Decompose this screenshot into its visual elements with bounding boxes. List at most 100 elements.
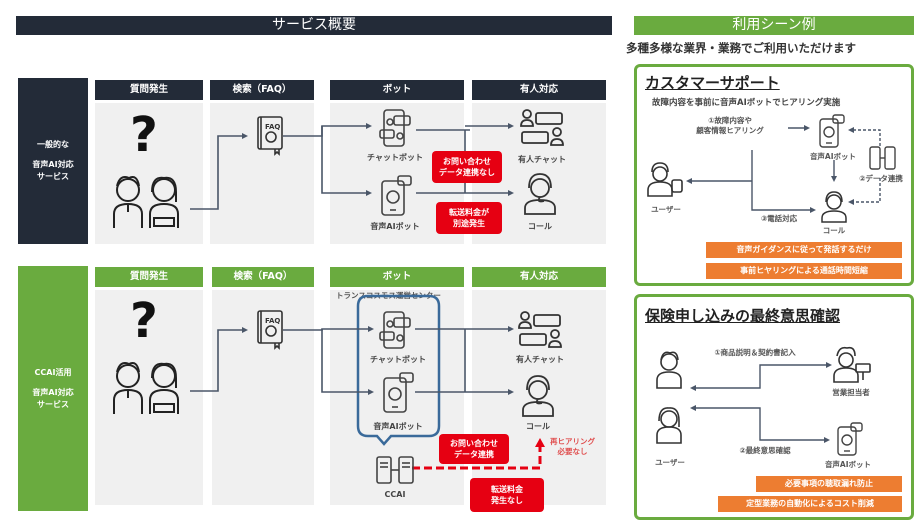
voicebot-icon (383, 372, 414, 413)
chatbot-label: チャットボット (367, 153, 423, 162)
row-label-line: 音声AI対応 (32, 160, 74, 169)
user-headset-icon (647, 162, 683, 197)
chatbot-icon (379, 311, 411, 349)
callout-line: 別途発生 (453, 219, 485, 228)
label-line: 顧客情報ヒアリング (696, 126, 764, 135)
col-head-faq: 検索（FAQ） (210, 80, 314, 100)
cs-benefit-1: 音声ガイダンスに従って発話するだけ (706, 242, 902, 258)
cs-voicebot-label: 音声AIボット (809, 152, 857, 161)
callout-line: データ連携なし (439, 168, 495, 177)
ccai-devices-icon (869, 146, 896, 170)
usecases-subtitle: 多種多様な業界・業務でご利用いただけます (626, 41, 856, 55)
col-head-question-ccai: 質問発生 (95, 267, 203, 287)
col-head-label: ボット (382, 84, 412, 95)
row-label-line: サービス (37, 399, 69, 409)
usecases-title: 利用シーン例 (732, 17, 816, 33)
voicebot-icon (381, 175, 412, 216)
voicebot-icon (837, 422, 863, 456)
voicebot-icon (819, 114, 845, 148)
cs-step1-label: ①故障内容や 顧客情報ヒアリング (690, 116, 770, 136)
question-mark-icon: ? (130, 107, 158, 163)
sales-rep-icon (833, 346, 871, 383)
cs-step3-label: ③電話対応 (760, 214, 798, 223)
col-body-faq-ccai (212, 290, 314, 505)
faq-icon-text: FAQ (265, 123, 280, 131)
row-label-ccai: CCAI活用 音声AI対応 サービス (18, 266, 88, 511)
callout-no-transfer-fee: 転送料金 発生なし (470, 478, 544, 512)
note-line: 再ヒアリング (550, 437, 595, 446)
faq-book-icon: FAQ (257, 310, 283, 350)
cs-benefit-2: 事前ヒヤリングによる通話時間短縮 (706, 263, 902, 279)
note-line: 必要なし (557, 447, 588, 456)
no-rehearing-note: 再ヒアリング 必要なし (550, 437, 595, 457)
insurance-title: 保険申し込みの最終意思確認 (645, 307, 841, 325)
callout-line: お問い合わせ (450, 439, 498, 448)
col-head-bot: ボット (330, 80, 464, 100)
callout-line: データ連携 (454, 450, 494, 459)
chatbot-icon (379, 109, 411, 147)
call-operator-icon (522, 375, 554, 417)
customer-support-subtitle: 故障内容を事前に音声AIボットでヒアリング実施 (652, 98, 841, 108)
col-head-bot-ccai: ボット (330, 267, 464, 287)
question-mark-icon: ? (130, 293, 158, 349)
ins-user-label: ユーザー (655, 458, 685, 467)
faq-book-icon: FAQ (257, 116, 283, 156)
ins-step1-label: ①商品説明＆契約書記入 (714, 348, 796, 357)
callout-data-link: お問い合わせ データ連携 (439, 434, 509, 464)
usecases-title-bar: 利用シーン例 (634, 16, 914, 35)
row-label-line: 一般的な (37, 140, 69, 149)
call-operator-icon (821, 191, 847, 223)
ins-benefit-1: 必要事項の聴取漏れ防止 (756, 476, 902, 492)
label-line: ①故障内容や (708, 116, 752, 125)
row-label-general: 一般的な 音声AI対応 サービス (18, 78, 88, 244)
overview-title-bar: サービス概要 (16, 16, 612, 35)
human-chat-icon (520, 109, 564, 146)
col-head-human: 有人対応 (472, 80, 606, 100)
ins-sales-label: 営業担当者 (832, 388, 870, 397)
callout-no-data-link: お問い合わせ データ連携なし (432, 151, 502, 183)
ins-benefit-2: 定型業務の自動化によるコスト削減 (718, 496, 902, 512)
col-head-label: 検索（FAQ） (232, 84, 292, 95)
row-label-line: CCAI活用 (34, 367, 72, 377)
callout-transfer-fee: 転送料金が 別途発生 (436, 202, 502, 234)
operations-center-frame (356, 294, 441, 446)
col-head-label: 質問発生 (129, 84, 168, 95)
customers-icon (113, 362, 179, 414)
cs-call-label: コール (822, 226, 846, 235)
faq-icon-text: FAQ (265, 317, 280, 325)
voicebot-label: 音声AIボット (370, 222, 420, 231)
callout-line: お問い合わせ (443, 157, 491, 166)
callout-line: 転送料金が (449, 208, 489, 217)
row-label-line: サービス (37, 172, 69, 181)
cs-user-label: ユーザー (651, 205, 681, 214)
call-label: コール (528, 222, 552, 231)
callout-line: 発生なし (491, 496, 523, 505)
col-head-label: 有人対応 (519, 271, 558, 282)
ccai-label: CCAI (384, 490, 406, 499)
col-head-faq-ccai: 検索（FAQ） (212, 267, 314, 287)
ins-step2-label: ②最終意思確認 (739, 446, 791, 455)
call-label: コール (526, 422, 550, 431)
col-head-human-ccai: 有人対応 (472, 267, 606, 287)
col-head-label: 検索（FAQ） (233, 271, 293, 282)
call-operator-icon (524, 173, 556, 215)
voicebot-label: 音声AIボット (373, 422, 423, 431)
col-body-faq (210, 103, 314, 244)
customer-female-icon (656, 407, 682, 444)
chatbot-label: チャットボット (370, 355, 426, 364)
customer-support-title: カスタマーサポート (645, 74, 780, 92)
row-label-line: 音声AI対応 (32, 387, 74, 397)
col-body-question-ccai (95, 290, 203, 505)
col-head-label: 質問発生 (129, 271, 168, 282)
human-chat-label: 有人チャット (516, 355, 564, 364)
callout-line: 転送料金 (491, 485, 523, 494)
cs-step2-label: ②データ連携 (859, 174, 903, 183)
customers-icon (113, 176, 179, 228)
human-chat-label: 有人チャット (518, 155, 566, 164)
customer-male-icon (656, 351, 682, 389)
col-head-label: 有人対応 (519, 84, 558, 95)
